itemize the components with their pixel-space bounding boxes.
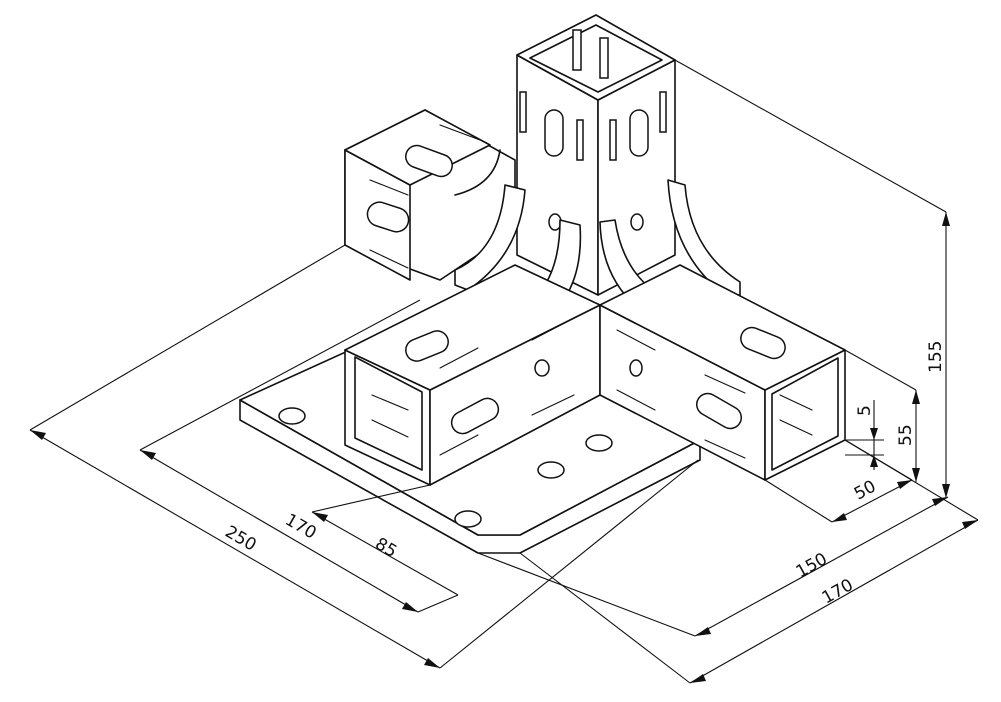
post-oblong-hole [544,109,564,157]
front-left-arm [344,264,601,486]
post-slot [572,29,582,71]
mount-hole [278,407,306,425]
dim-label-155: 155 [926,341,946,373]
post-slot [599,37,609,79]
dim-label-150: 150 [793,549,831,582]
dimension-lines [29,59,979,684]
post-slot [609,119,617,161]
dim-label-50: 50 [851,477,879,505]
dim-label-55: 55 [896,424,916,446]
dim-label-250: 250 [222,522,260,556]
dim-label-85: 85 [372,534,401,562]
dim-label-5: 5 [855,405,875,416]
mount-hole [585,434,613,452]
dim-label-170-right: 170 [819,575,857,608]
dim-label-170-left: 170 [282,510,320,544]
front-right-arm [599,264,846,481]
post-oblong-hole [629,109,649,157]
mount-hole [454,510,482,528]
vertical-post [516,14,676,296]
back-left-arm [344,109,516,281]
mount-hole [537,461,565,479]
post-slot [576,119,584,161]
